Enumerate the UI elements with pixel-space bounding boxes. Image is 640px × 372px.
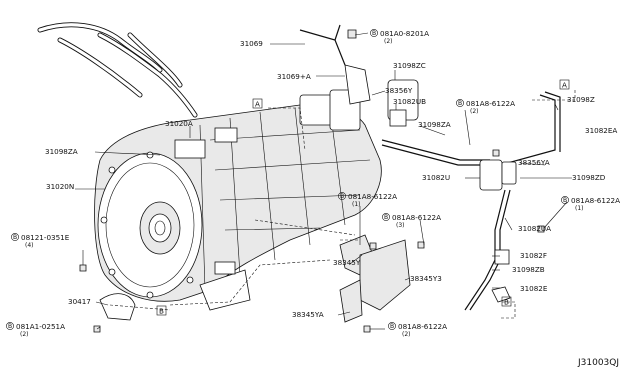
bolt-prefix: B — [340, 193, 344, 200]
bolts — [79, 29, 545, 333]
callout-31098zd: 31098ZD — [572, 173, 606, 182]
callout-qty: (4) — [25, 242, 34, 249]
callout-081a8-6122a: 081A8-6122A — [466, 99, 515, 108]
view-marker-a-right: A — [559, 79, 570, 90]
callout-qty: (1) — [352, 201, 361, 208]
callout-081a8-6122a: 081A8-6122A — [392, 213, 441, 222]
bolt-prefix: B — [390, 323, 394, 330]
view-marker-a-label: A — [562, 81, 567, 90]
callout-31082e: 31082E — [520, 284, 548, 293]
callout-31082f: 31082F — [520, 251, 547, 260]
callout-081a8-6122a: 081A8-6122A — [571, 196, 620, 205]
callout-31082ua: 31082UA — [518, 224, 551, 233]
view-marker-a-label: A — [255, 100, 260, 109]
callout-qty: (2) — [384, 38, 393, 45]
bolt-prefix: B — [458, 100, 462, 107]
bolt-prefix: B — [563, 197, 567, 204]
callout-qty: (3) — [396, 222, 405, 229]
transmission-case — [94, 89, 382, 311]
callout-qty: (1) — [575, 205, 584, 212]
callout-081a8-6122a: 081A8-6122A — [398, 322, 447, 331]
callout-31020n: 31020N — [46, 182, 74, 191]
bolt-prefix: B — [372, 30, 376, 37]
callout-31098za-left: 31098ZA — [45, 147, 78, 156]
callout-bolt-081a8-6122a-mid: B 081A8-6122A (1) — [338, 192, 397, 208]
view-marker-b-left: B — [156, 305, 167, 316]
callout-38345y: 38345Y — [333, 258, 361, 267]
view-marker-b-right: B — [501, 296, 512, 307]
callout-bolt-081a8-6122a-right: B 081A8-6122A (1) — [561, 196, 620, 212]
bolt-prefix: B — [384, 214, 388, 221]
callout-31020a: 31020A — [165, 119, 193, 128]
callout-bolt-081a8-6122a-lower: B 081A8-6122A (3) — [382, 213, 441, 229]
view-marker-a-left: A — [252, 98, 263, 109]
dashed-guides — [109, 90, 576, 319]
callout-38356y: 38356Y — [385, 86, 413, 95]
callout-38345ya: 38345YA — [292, 310, 324, 319]
callout-081a1-0251a: 081A1-0251A — [16, 322, 65, 331]
callout-31098za-right: 31098ZA — [418, 120, 451, 129]
callout-31098z: 31098Z — [567, 95, 595, 104]
view-marker-b-label: B — [504, 298, 509, 307]
callout-31098zc: 31098ZC — [393, 61, 426, 70]
callout-31098zb: 31098ZB — [512, 265, 545, 274]
callout-labels: 31069 B 081A0-8201A (2) 31069+A 31098ZC … — [6, 29, 620, 338]
bolt-prefix: B — [13, 234, 17, 241]
callout-bolt-081a1-0251a: B 081A1-0251A (2) — [6, 322, 65, 338]
callout-qty: (2) — [470, 108, 479, 115]
view-markers: A A B B — [156, 79, 570, 316]
callout-38356ya: 38356YA — [518, 158, 550, 167]
diagram-reference-code: J31003QJ — [577, 358, 619, 368]
callout-qty: (2) — [20, 331, 29, 338]
callout-31082ea: 31082EA — [585, 126, 617, 135]
callout-30417: 30417 — [68, 297, 91, 306]
callout-08121-0351e: 08121-0351E — [21, 233, 70, 242]
callout-bolt-081a8-6122a-bottom: B 081A8-6122A (2) — [388, 322, 447, 338]
callout-qty: (2) — [402, 331, 411, 338]
bolt-prefix: B — [8, 323, 12, 330]
view-marker-b-label: B — [159, 307, 164, 316]
transmission-assembly — [37, 22, 561, 333]
heat-shields — [99, 234, 411, 323]
callout-31069: 31069 — [240, 39, 263, 48]
oil-pipes-right — [299, 24, 561, 311]
callout-bolt-08121-0351e: B 08121-0351E (4) — [11, 233, 70, 249]
callout-bolt-081a8-6122a-top: B 081A8-6122A (2) — [456, 99, 515, 115]
leader-lines — [75, 32, 572, 330]
callout-081a0-8201a: 081A0-8201A — [380, 29, 429, 38]
callout-081a8-6122a: 081A8-6122A — [348, 192, 397, 201]
callout-31082ub: 31082UB — [393, 97, 426, 106]
callout-31069-a: 31069+A — [277, 72, 311, 81]
callout-bolt-081a0-8201a: B 081A0-8201A (2) — [370, 29, 429, 45]
callout-31082u: 31082U — [422, 173, 450, 182]
cooler-hose-left — [37, 22, 198, 118]
callout-38345y3: 38345Y3 — [410, 274, 442, 283]
